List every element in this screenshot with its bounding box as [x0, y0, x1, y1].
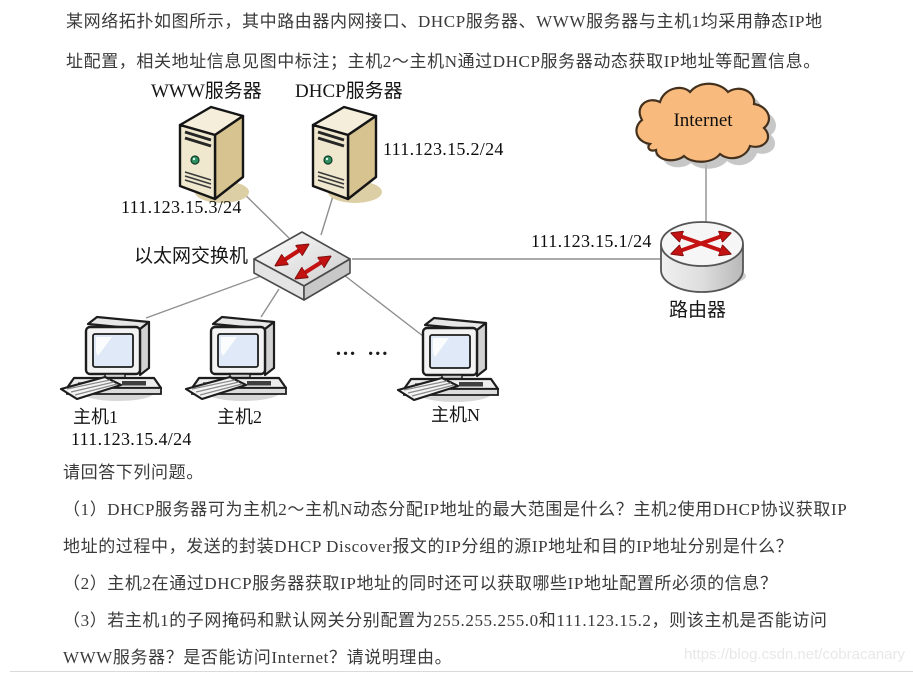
dhcp-server-label: DHCP服务器	[295, 81, 403, 102]
questions-block: 请回答下列问题。 （1）DHCP服务器可为主机2～主机N动态分配IP地址的最大范…	[63, 454, 855, 676]
host1-label: 主机1	[73, 407, 118, 427]
bottom-divider	[10, 671, 913, 672]
network-topology-diagram: Internet	[0, 80, 778, 449]
ethernet-switch-label: 以太网交换机	[134, 246, 249, 267]
blog-watermark: https://blog.csdn.net/cobracanary	[684, 646, 905, 663]
hostN-label: 主机N	[431, 405, 480, 425]
host2-icon	[183, 308, 293, 405]
hostN-icon	[395, 309, 505, 406]
question-2: （2）主机2在通过DHCP服务器获取IP地址的同时还可以获取哪些IP地址配置所必…	[63, 574, 778, 593]
wire-switch-to-hostN	[339, 271, 433, 344]
hosts-ellipsis: … …	[335, 336, 392, 360]
connection-lines	[145, 164, 707, 344]
host1-icon	[58, 308, 168, 405]
www-server-icon	[170, 98, 250, 205]
host2-label: 主机2	[217, 407, 262, 427]
question-1: （1）DHCP服务器可为主机2～主机N动态分配IP地址的最大范围是什么？主机2使…	[63, 500, 848, 556]
question-3: （3）若主机1的子网掩码和默认网关分别配置为255.255.255.0和111.…	[63, 611, 828, 667]
www-server-label: WWW服务器	[151, 81, 262, 102]
host1-ip: 111.123.15.4/24	[71, 429, 192, 449]
wire-dhcp-to-switch	[320, 195, 334, 236]
wire-switch-to-host1	[145, 275, 262, 319]
router-label: 路由器	[669, 300, 727, 321]
intro-paragraph: 某网络拓扑如图所示，其中路由器内网接口、DHCP服务器、WWW服务器与主机1均采…	[66, 12, 823, 71]
ethernet-switch-icon	[250, 219, 354, 301]
router-icon	[656, 214, 748, 296]
internet-cloud-icon	[628, 80, 778, 172]
questions-prompt: 请回答下列问题。	[63, 463, 204, 482]
router-ip: 111.123.15.1/24	[531, 231, 652, 251]
internet-label: Internet	[673, 110, 733, 131]
dhcp-server-ip: 111.123.15.2/24	[383, 139, 504, 159]
dhcp-server-icon	[303, 98, 383, 205]
wire-switch-to-host2	[260, 288, 280, 318]
www-server-ip: 111.123.15.3/24	[121, 197, 242, 217]
